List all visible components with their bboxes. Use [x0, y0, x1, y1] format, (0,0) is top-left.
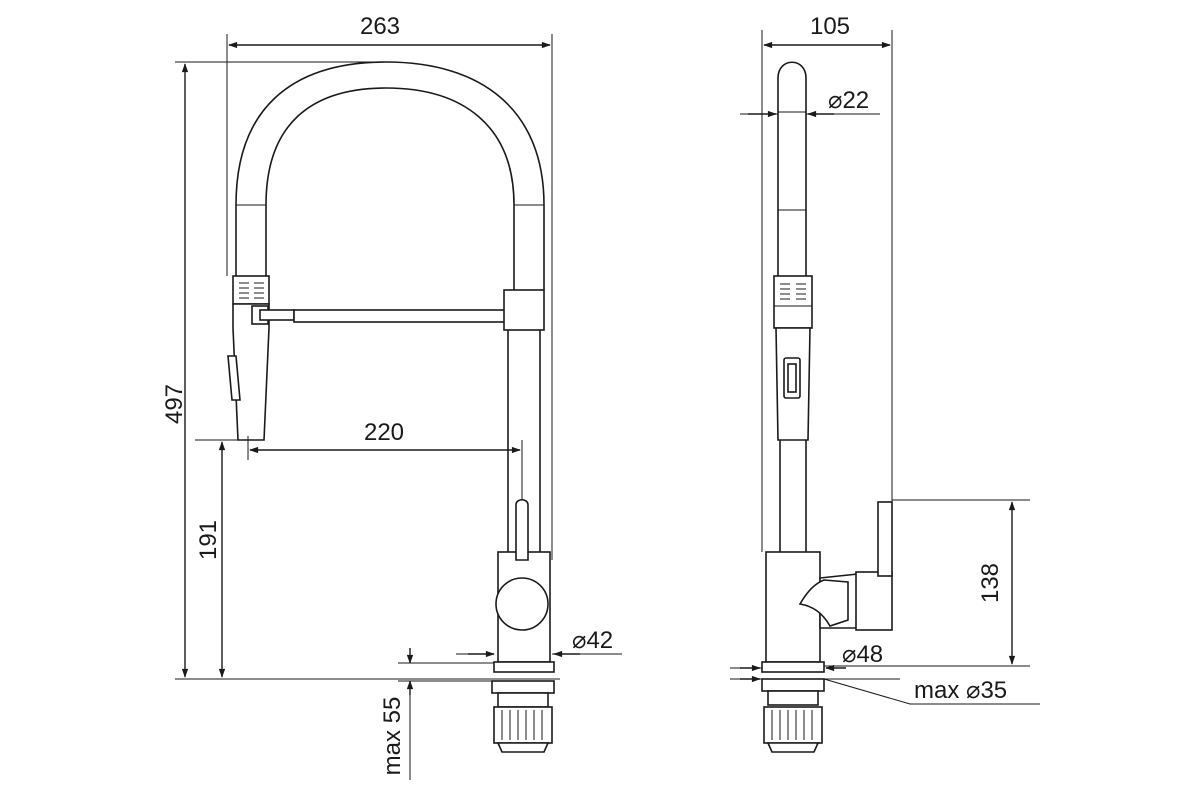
threaded-connector-side	[761, 678, 825, 753]
faucet-body	[493, 498, 555, 673]
spout-diameter-label: ⌀22	[828, 87, 869, 114]
depth-label: 105	[810, 13, 850, 40]
spray-holder-arm	[251, 305, 513, 325]
side-spray-head	[773, 275, 813, 441]
spout-height-label: 191	[195, 520, 222, 560]
spray-clip	[503, 289, 545, 331]
side-spout-tube	[777, 61, 807, 276]
base-diameter-label: ⌀42	[572, 627, 613, 654]
front-view: 263 497 220 191 ⌀42 max 55	[161, 13, 622, 780]
threaded-connector-front	[491, 680, 555, 753]
spring-hose-arch	[235, 61, 545, 290]
side-column	[779, 440, 807, 552]
spray-head	[227, 275, 270, 441]
width-label: 263	[360, 13, 400, 40]
hole-diameter-label: max ⌀35	[914, 677, 1007, 704]
max-thickness-label: max 55	[379, 697, 406, 776]
side-faucet-body	[761, 501, 893, 673]
height-label: 497	[161, 384, 188, 424]
reach-label: 220	[364, 419, 404, 446]
main-column	[507, 330, 541, 552]
side-view: 105 ⌀22 138 ⌀48 max ⌀35	[730, 13, 1040, 753]
handle-height-label: 138	[977, 563, 1004, 603]
body-diameter-label: ⌀48	[842, 641, 883, 668]
